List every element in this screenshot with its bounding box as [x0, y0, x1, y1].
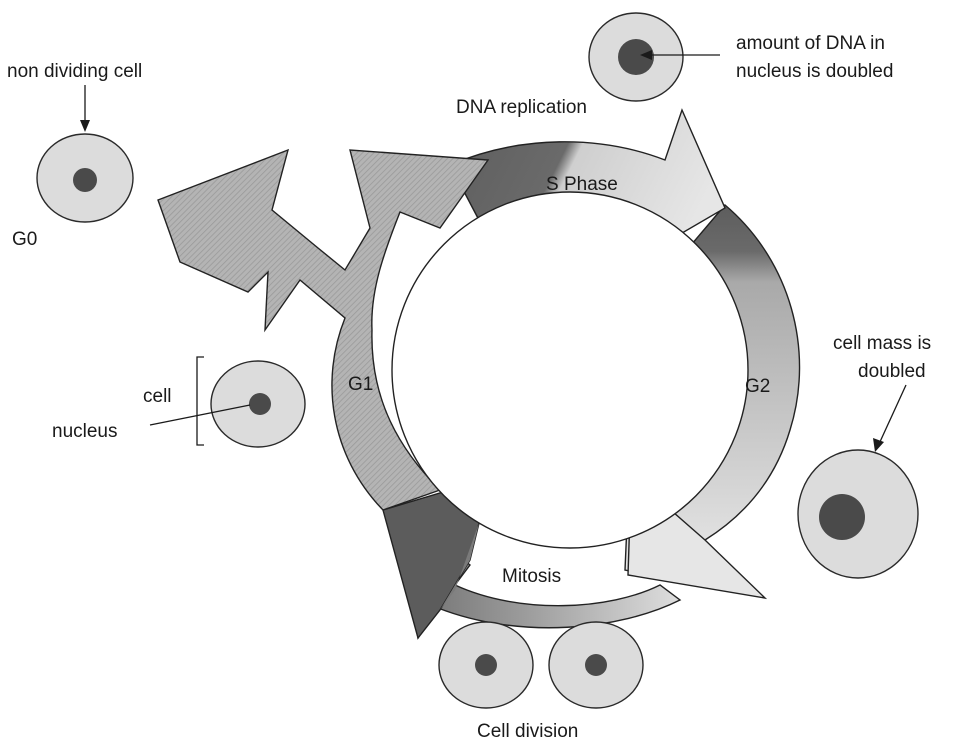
s-phase-cell: [589, 13, 683, 101]
g2-phase-label: G2: [745, 376, 770, 397]
nucleus-label: nucleus: [52, 421, 118, 442]
dna-doubled-label-line1: amount of DNA in: [736, 33, 885, 54]
non-dividing-leader: [80, 85, 90, 132]
mass-doubled-label-line2: doubled: [858, 361, 926, 382]
mass-doubled-label-line1: cell mass is: [833, 333, 931, 354]
non-dividing-cell-label: non dividing cell: [7, 61, 142, 82]
g2-cell: [798, 450, 918, 578]
mass-doubled-leader: [873, 385, 906, 452]
g0-cell: [37, 134, 133, 222]
cell-bracket: [197, 357, 204, 445]
daughter-cell-left: [439, 622, 533, 708]
cell-division-label: Cell division: [477, 721, 578, 742]
s-phase-label: S Phase: [546, 174, 618, 195]
g0-label: G0: [12, 229, 37, 250]
cell-label: cell: [143, 386, 172, 407]
dna-replication-label: DNA replication: [456, 97, 587, 118]
daughter-cell-right: [549, 622, 643, 708]
dna-doubled-label-line2: nucleus is doubled: [736, 61, 893, 82]
mitosis-phase-label: Mitosis: [502, 566, 561, 587]
g1-cell: [211, 361, 305, 447]
cycle-center: [392, 192, 748, 548]
g1-phase-label: G1: [348, 374, 373, 395]
